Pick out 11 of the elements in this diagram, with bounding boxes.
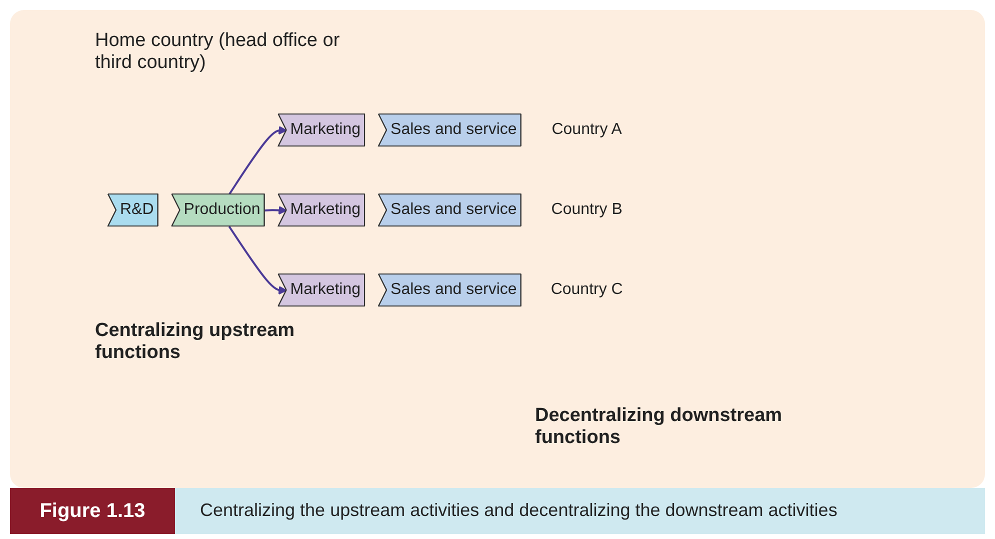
arrow (228, 126, 288, 196)
node-label: Country A (552, 121, 622, 138)
node-label: Country B (551, 201, 622, 218)
location-heading: Home country (head office or third country) (95, 30, 341, 74)
arrow (264, 206, 288, 215)
downstream-label: Decentralizing downstream functions (535, 405, 784, 449)
node-label: Country C (550, 281, 623, 298)
upstream-label: Centralizing upstream functions (95, 320, 296, 364)
figure-number: Figure 1.13 (10, 488, 175, 534)
arrow (228, 226, 288, 295)
caption: Centralizing the upstream activities and decentralizing the downstream activities (200, 500, 838, 521)
